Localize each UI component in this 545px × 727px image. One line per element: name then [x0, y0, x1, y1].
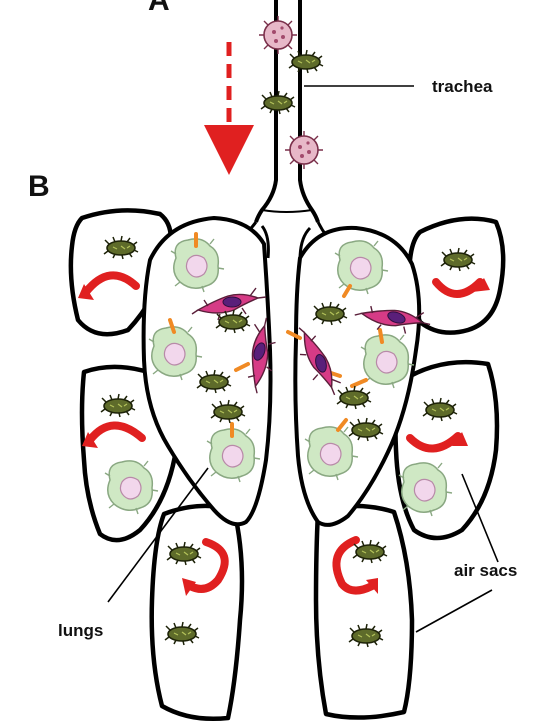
- fungal-spore-icon: [261, 91, 295, 114]
- fungal-spore-icon: [289, 50, 323, 73]
- trachea-label: trachea: [432, 77, 493, 96]
- air-sacs-label: air sacs: [454, 561, 517, 580]
- virus-particle-icon: [285, 131, 323, 169]
- air-sacs-leader-line-lower: [416, 590, 492, 632]
- lungs-label: lungs: [58, 621, 103, 640]
- virus-particle-icon: [259, 16, 297, 54]
- air-sac-right-upper: [410, 219, 503, 333]
- panel-label-b: B: [28, 170, 50, 203]
- panel-label-a: A: [148, 0, 170, 17]
- air-sac-right-lower: [316, 506, 412, 718]
- air-sac-left-lower: [152, 506, 242, 719]
